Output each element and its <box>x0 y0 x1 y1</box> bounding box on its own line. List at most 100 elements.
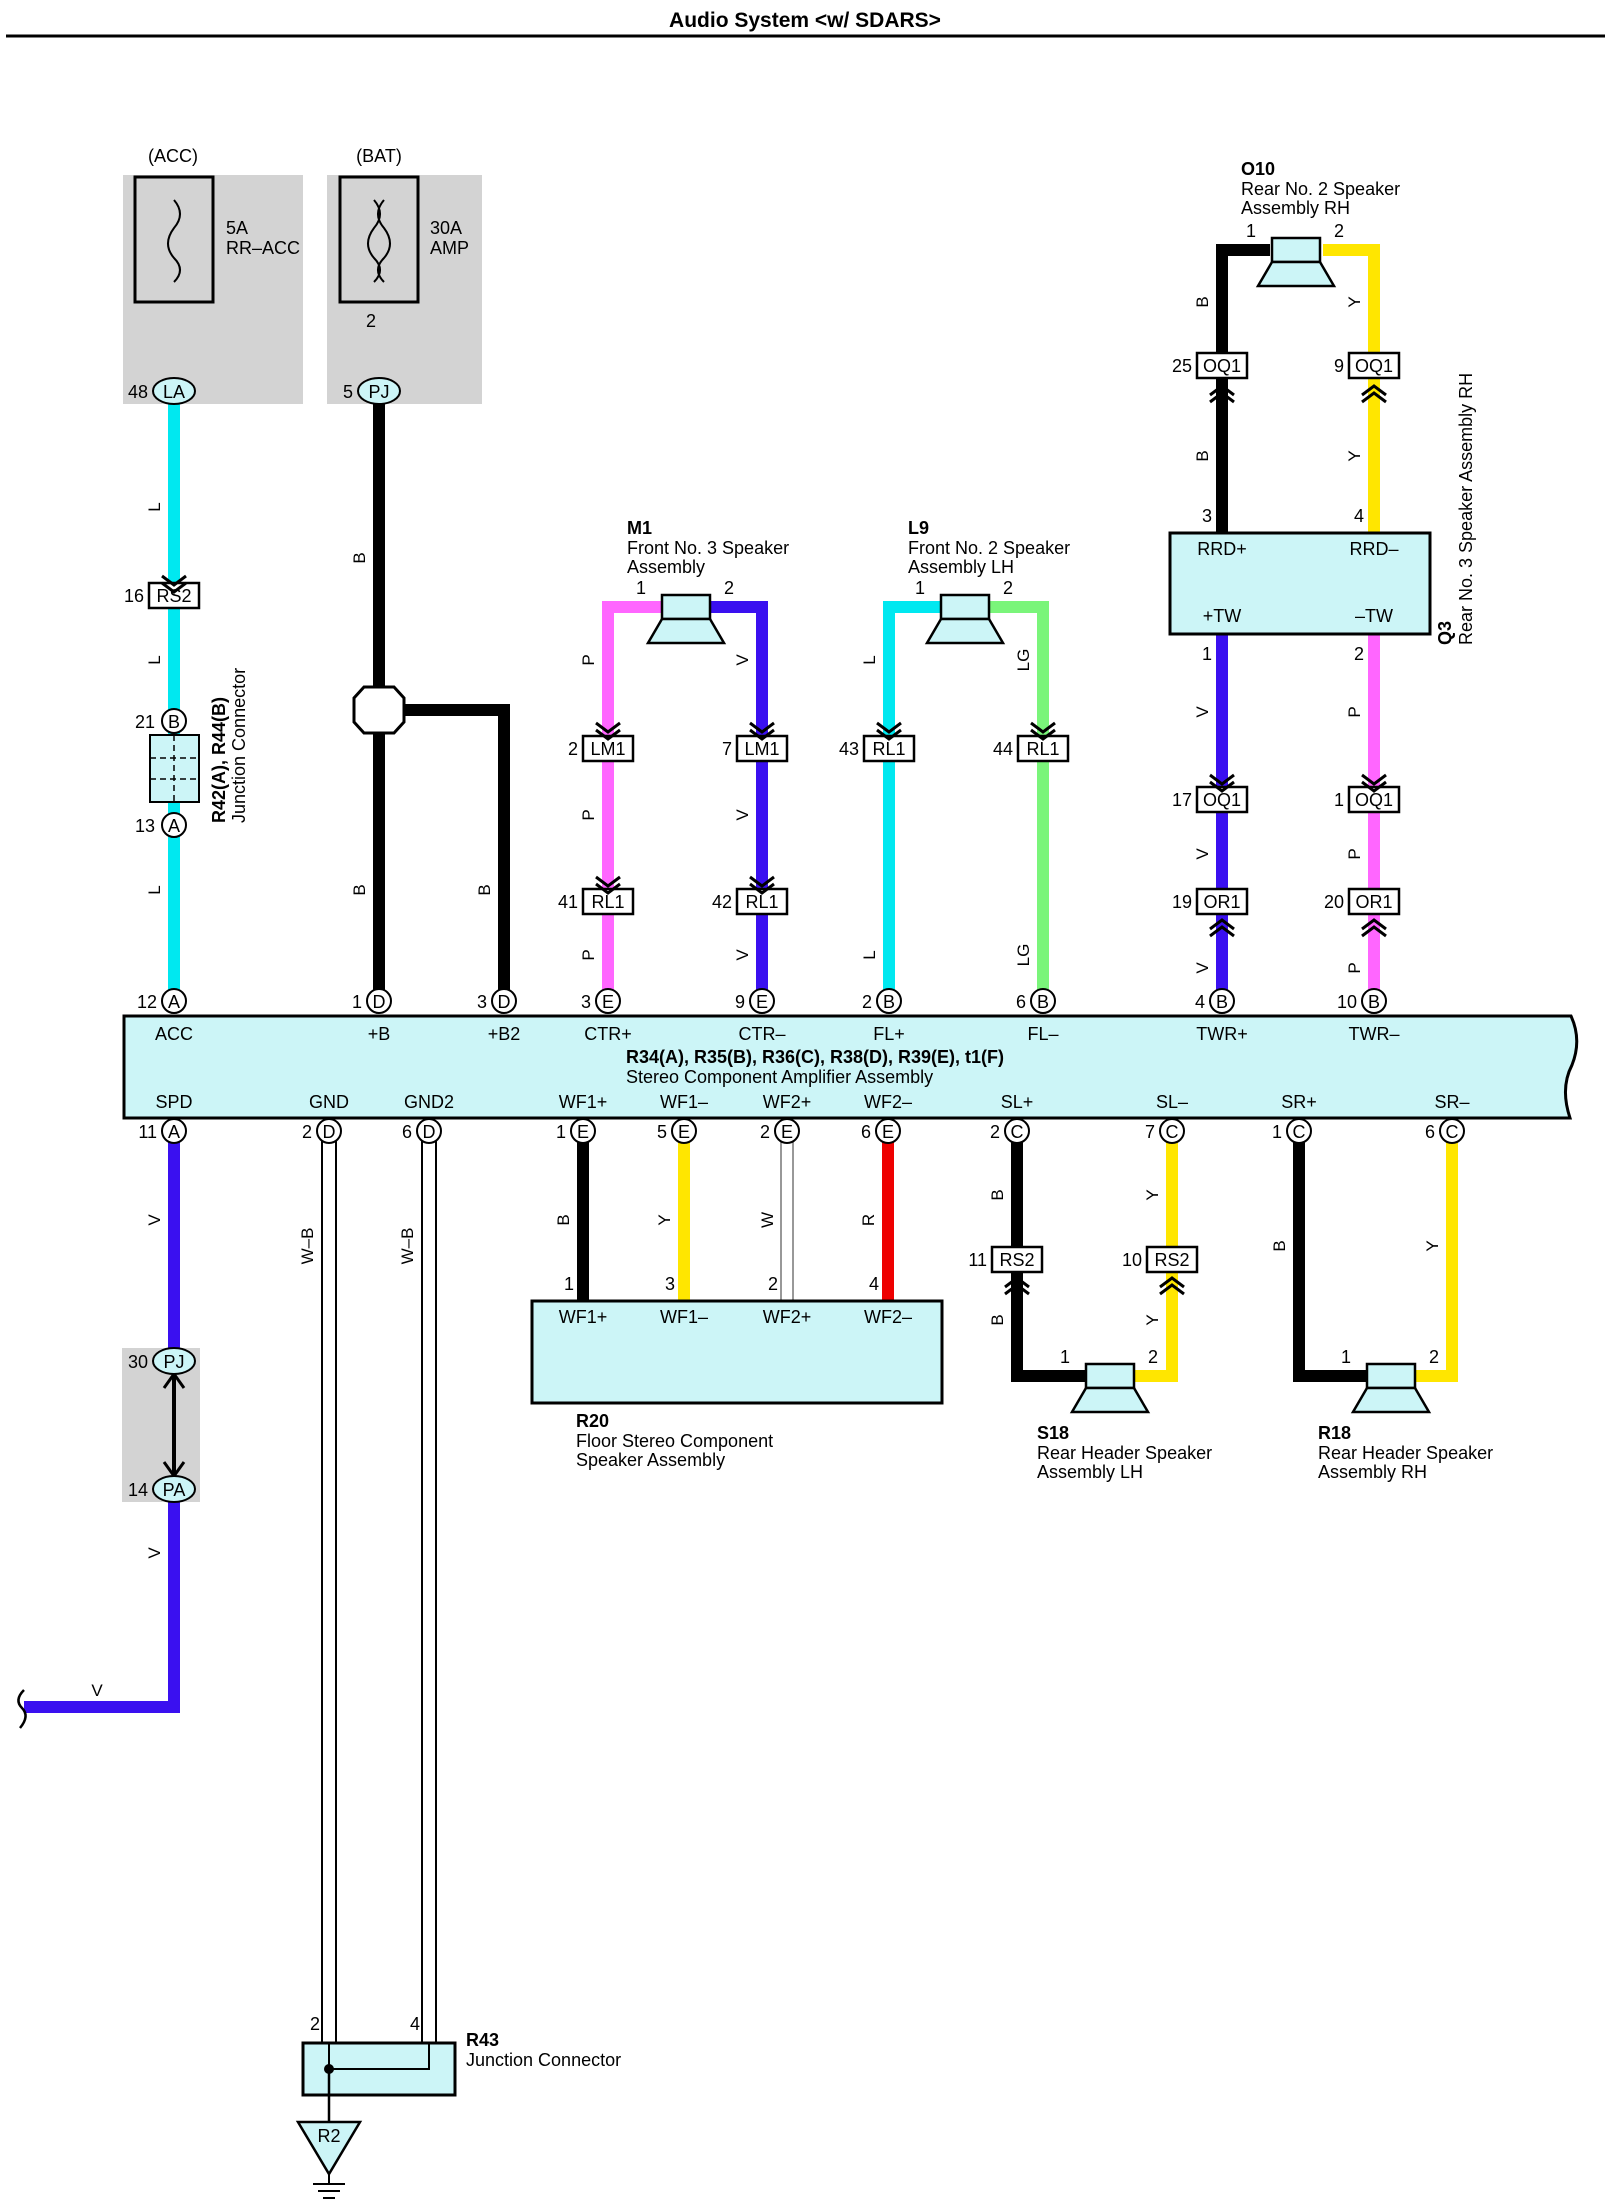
connector-arrow <box>749 728 775 741</box>
rl1-connector-code: RL1 <box>872 739 905 759</box>
rs2-connector-code: RS2 <box>156 586 191 606</box>
q3-pin: 2 <box>1354 644 1364 664</box>
rl1-connector-code: RL1 <box>1026 739 1059 759</box>
amp-terminal-pin: 1 <box>352 992 362 1012</box>
rl1-connector-pin: 44 <box>993 739 1013 759</box>
rr-acc-fuse-icon <box>167 199 181 283</box>
lm1-connector-code: LM1 <box>744 739 779 759</box>
pj-terminal-code: PJ <box>368 382 389 402</box>
wire-color-label: Y <box>1345 450 1364 461</box>
amp-terminal-circle <box>491 988 517 1014</box>
amp-terminal-circle <box>316 1118 342 1144</box>
wire-color-label: W <box>758 1212 777 1228</box>
amp-terminal-pin: 3 <box>581 992 591 1012</box>
r42-junction-code: R42(A), R44(B) <box>209 697 229 823</box>
r18-speaker-pin-2: 2 <box>1429 1347 1439 1367</box>
amp-terminal-conn: D <box>423 1122 436 1142</box>
amp-terminal-pin: 6 <box>402 1122 412 1142</box>
connector-arrow <box>1030 728 1056 741</box>
s18-line2: Assembly LH <box>1037 1462 1143 1482</box>
connector-arrows <box>161 384 1387 1296</box>
amp-terminal-label: CTR– <box>738 1024 785 1044</box>
r20-line1: Floor Stereo Component <box>576 1431 773 1451</box>
bat-source-label: (BAT) <box>356 146 402 166</box>
amp-terminal-pin: 2 <box>760 1122 770 1142</box>
connector-arrow <box>749 875 775 888</box>
connector-arrow <box>595 728 621 741</box>
amp-inner-pin: 2 <box>366 311 376 331</box>
amp-terminal-conn: C <box>1446 1122 1459 1142</box>
amp-terminal-conn: B <box>1216 992 1228 1012</box>
l9-line2: Assembly LH <box>908 557 1014 577</box>
amp-terminal-label: WF2– <box>864 1092 912 1112</box>
amp-terminal-pin: 5 <box>657 1122 667 1142</box>
oq1-connector-code: OQ1 <box>1203 356 1241 376</box>
rs2-connector-pin: 10 <box>1122 1250 1142 1270</box>
oq1-connector-code: OQ1 <box>1203 790 1241 810</box>
amp-terminal-label: ACC <box>155 1024 193 1044</box>
wire-color-label: B <box>988 1189 1007 1200</box>
wire-color-label: LG <box>1014 944 1033 967</box>
pj-connector <box>152 1347 196 1375</box>
m1-line2: Assembly <box>627 557 705 577</box>
s18-speaker-magnet <box>1084 1362 1136 1390</box>
oq1-connector <box>1195 351 1249 380</box>
lm1-connector-code: LM1 <box>590 739 625 759</box>
wire-color-label: P <box>1345 706 1364 717</box>
wire-color-label: P <box>1345 848 1364 859</box>
amp-terminal-label: SL+ <box>1001 1092 1034 1112</box>
amp-terminal-circle <box>161 988 187 1014</box>
amp-terminal-pin: 12 <box>137 992 157 1012</box>
amp-terminal-pin: 2 <box>990 1122 1000 1142</box>
wire-color-label: Y <box>655 1214 674 1225</box>
q3-pin: 4 <box>1354 506 1364 526</box>
q3-assembly-body <box>1168 531 1432 636</box>
amp-terminal-conn: E <box>882 1122 894 1142</box>
wire-color-label: LG <box>1014 649 1033 672</box>
amp-terminal-circle <box>1209 988 1235 1014</box>
wire-color-label: V <box>733 949 752 961</box>
amp-terminal-conn: E <box>756 992 768 1012</box>
wire-color-label: L <box>145 502 164 511</box>
wire-color-label: B <box>350 884 369 895</box>
or1-connector <box>1347 887 1401 916</box>
connector-arrow <box>1361 780 1387 793</box>
splice-point <box>352 685 406 735</box>
wire-color-label: Y <box>1345 296 1364 307</box>
oq1-connector <box>1347 351 1401 380</box>
connector-arrow <box>1361 925 1387 938</box>
amp-terminal-label: +B2 <box>488 1024 521 1044</box>
l9-code: L9 <box>908 518 929 538</box>
wire-color-label: V <box>1193 706 1212 718</box>
r42-pin-a-conn: A <box>168 816 180 836</box>
amp-terminal-circle <box>1004 1118 1030 1144</box>
connector-arrow <box>1209 918 1235 931</box>
r42-pin-b <box>161 708 187 734</box>
amp-terminal-pin: 2 <box>862 992 872 1012</box>
pj-terminal-pin: 5 <box>343 382 353 402</box>
amp-terminal-label: TWR+ <box>1196 1024 1248 1044</box>
amp-terminal-conn: D <box>323 1122 336 1142</box>
amp-terminal-pin: 6 <box>1016 992 1026 1012</box>
wire-color-label: V <box>1193 962 1212 974</box>
wire-color-label: R <box>859 1214 878 1226</box>
oq1-connector-pin: 1 <box>1334 790 1344 810</box>
r43-name: Junction Connector <box>466 2050 621 2070</box>
la-terminal-pin: 48 <box>128 382 148 402</box>
r43-pin-2: 2 <box>310 2014 320 2034</box>
q3-label: RRD+ <box>1197 539 1247 559</box>
m1-speaker-pin-2: 2 <box>724 578 734 598</box>
amp-terminal-label: GND2 <box>404 1092 454 1112</box>
wire-color-label: Y <box>1143 1189 1162 1200</box>
amp-terminal-conn: E <box>602 992 614 1012</box>
l9-speaker-magnet <box>939 593 991 621</box>
ground-icon <box>313 2174 345 2199</box>
amp-terminal-label: SR+ <box>1281 1092 1317 1112</box>
wire-color-label: B <box>475 884 494 895</box>
rl1-connector-code: RL1 <box>591 892 624 912</box>
amp-terminal-pin: 2 <box>302 1122 312 1142</box>
pj-connector-pin: 30 <box>128 1352 148 1372</box>
m1-speaker-cone <box>645 617 727 645</box>
amp-terminal-pin: 6 <box>1425 1122 1435 1142</box>
